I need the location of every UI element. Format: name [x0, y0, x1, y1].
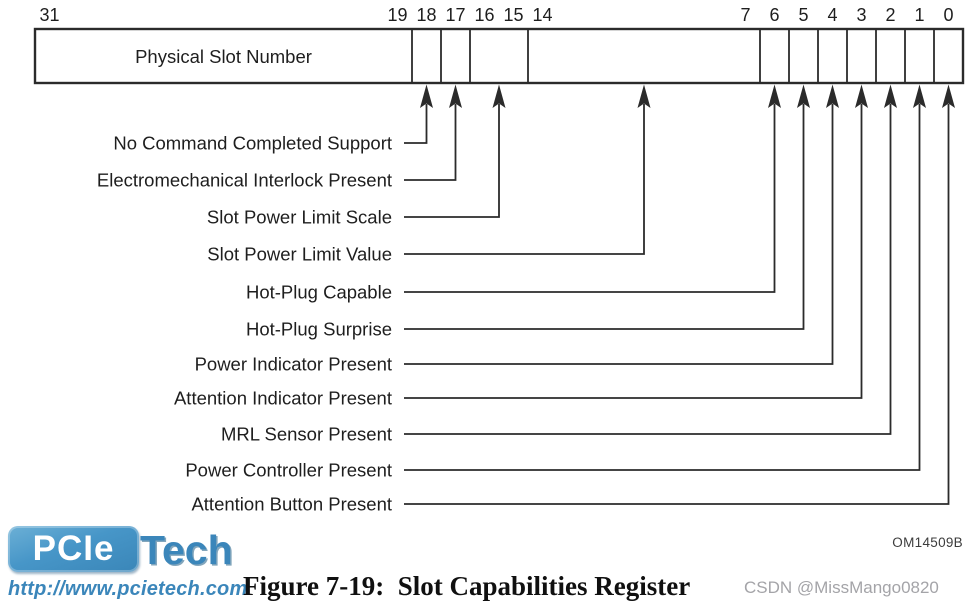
- callout-connector: [404, 104, 457, 181]
- callout-connector: [404, 104, 645, 255]
- bit-number-label: 5: [798, 5, 808, 25]
- figure-code: OM14509B: [892, 535, 963, 550]
- callout-connector: [404, 104, 834, 365]
- bit-number-label: 16: [474, 5, 494, 25]
- callout-label: Attention Indicator Present: [174, 388, 392, 409]
- bit-number-label: 3: [856, 5, 866, 25]
- callout-arrowhead: [855, 84, 868, 108]
- callout-label: Power Indicator Present: [195, 354, 392, 375]
- pcietech-logo-badge: PCIe: [8, 526, 139, 572]
- callout-arrowhead: [637, 84, 651, 108]
- bit-number-label: 1: [914, 5, 924, 25]
- callout-connector: [404, 104, 500, 218]
- field-label: Physical Slot Number: [135, 46, 312, 67]
- pcietech-logo-text: PCIe: [32, 529, 115, 568]
- callout-label: Attention Button Present: [191, 494, 392, 515]
- bit-number-label: 6: [769, 5, 779, 25]
- callout-label: No Command Completed Support: [113, 133, 392, 154]
- bit-number-label: 15: [503, 5, 523, 25]
- bit-number-label: 18: [416, 5, 436, 25]
- bit-number-label: 7: [740, 5, 750, 25]
- bit-number-label: 17: [445, 5, 465, 25]
- callout-arrowhead: [768, 84, 781, 108]
- callout-label: Slot Power Limit Scale: [207, 207, 392, 228]
- callout-connector: [404, 104, 950, 505]
- pcietech-logo-suffix: Tech: [140, 527, 233, 573]
- bit-number-label: 19: [387, 5, 407, 25]
- callout-connector: [404, 104, 921, 471]
- callout-label: Electromechanical Interlock Present: [97, 170, 392, 191]
- callout-arrowhead: [420, 84, 433, 108]
- callout-arrowhead: [797, 84, 810, 108]
- callout-connector: [404, 104, 776, 293]
- bit-number-label: 0: [943, 5, 953, 25]
- callout-label: Slot Power Limit Value: [207, 244, 392, 265]
- bit-number-label: 31: [39, 5, 59, 25]
- register-box: [33, 27, 965, 85]
- figure-caption: Figure 7-19: Slot Capabilities Register: [243, 571, 691, 601]
- callout-label: Power Controller Present: [185, 460, 392, 481]
- callout-connector: [404, 104, 863, 399]
- callout-arrowhead: [449, 84, 462, 108]
- bit-number-label: 2: [885, 5, 895, 25]
- callout-label: Hot-Plug Surprise: [246, 319, 392, 340]
- callout-arrowhead: [913, 84, 926, 108]
- callout-connector: [404, 104, 805, 330]
- callout-label: MRL Sensor Present: [221, 424, 392, 445]
- callout-connector: [404, 104, 428, 144]
- pcietech-url-link[interactable]: http://www.pcietech.com: [8, 578, 248, 600]
- callout-arrowhead: [884, 84, 897, 108]
- bit-number-label: 14: [532, 5, 552, 25]
- csdn-watermark: CSDN @MissMango0820: [744, 578, 939, 597]
- bit-number-label: 4: [827, 5, 837, 25]
- callout-label: Hot-Plug Capable: [246, 282, 392, 303]
- callout-arrowhead: [942, 84, 955, 108]
- callout-arrowhead: [826, 84, 839, 108]
- callout-connector: [404, 104, 892, 435]
- callout-arrowhead: [492, 84, 506, 108]
